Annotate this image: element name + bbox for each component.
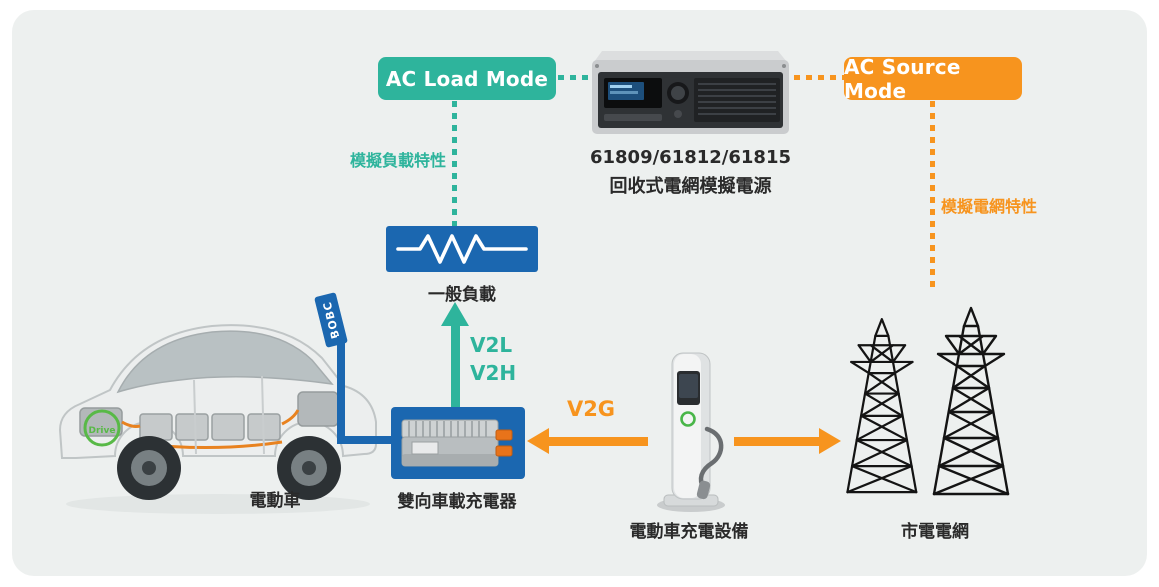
station-to-grid-arrow-shaft — [734, 437, 820, 446]
car-to-obc-connector-vertical — [337, 336, 345, 444]
rear-wheel — [277, 436, 341, 500]
car-to-obc-connector-horizontal — [337, 436, 395, 444]
v2l-arrowhead-icon — [441, 302, 469, 326]
battery-modules — [139, 413, 281, 441]
ac-load-mode-badge: AC Load Mode — [378, 57, 556, 100]
obc-box — [391, 407, 525, 479]
station-to-grid-arrowhead-icon — [819, 428, 841, 454]
svg-text:Drive: Drive — [89, 426, 116, 436]
psu-model-label: 61809/61812/61815 — [589, 147, 791, 168]
transmission-towers-icon — [838, 292, 1018, 504]
general-load-label: 一般負載 — [428, 285, 496, 305]
charging-station-label: 電動車充電設備 — [629, 522, 749, 542]
v2g-arrow-shaft — [548, 437, 648, 446]
v2g-arrowhead-icon — [527, 428, 549, 454]
ev-car-image: Drive — [46, 272, 386, 520]
psu-name-label: 回收式電網模擬電源 — [609, 176, 772, 197]
bobc-tag-label: BOBC — [320, 299, 342, 341]
general-load-box — [386, 226, 538, 272]
ev-label: 電動車 — [249, 491, 301, 511]
drive-logo: Drive — [83, 409, 121, 447]
source-mode-to-grid-connector — [930, 101, 935, 293]
front-wheel — [117, 436, 181, 500]
charging-station-image — [646, 349, 738, 513]
v2h-label: V2H — [470, 361, 517, 385]
obc-device-image — [401, 419, 513, 467]
v2l-arrow-shaft — [451, 324, 460, 422]
load-characteristic-label: 模擬負載特性 — [349, 151, 446, 170]
grid-simulator-image — [588, 46, 793, 141]
obc-label: 雙向車載充電器 — [397, 492, 517, 512]
psu-to-source-mode-connector — [794, 75, 844, 80]
resistor-icon — [396, 234, 528, 264]
utility-grid-label: 市電電網 — [901, 522, 969, 542]
load-mode-to-psu-connector — [558, 75, 588, 80]
ac-source-mode-badge: AC Source Mode — [844, 55, 1022, 103]
background-panel — [12, 10, 1147, 576]
v2l-label: V2L — [470, 333, 513, 357]
v2g-label: V2G — [566, 397, 616, 421]
grid-characteristic-label: 模擬電網特性 — [941, 197, 1038, 216]
load-mode-to-resistor-connector — [452, 101, 457, 226]
